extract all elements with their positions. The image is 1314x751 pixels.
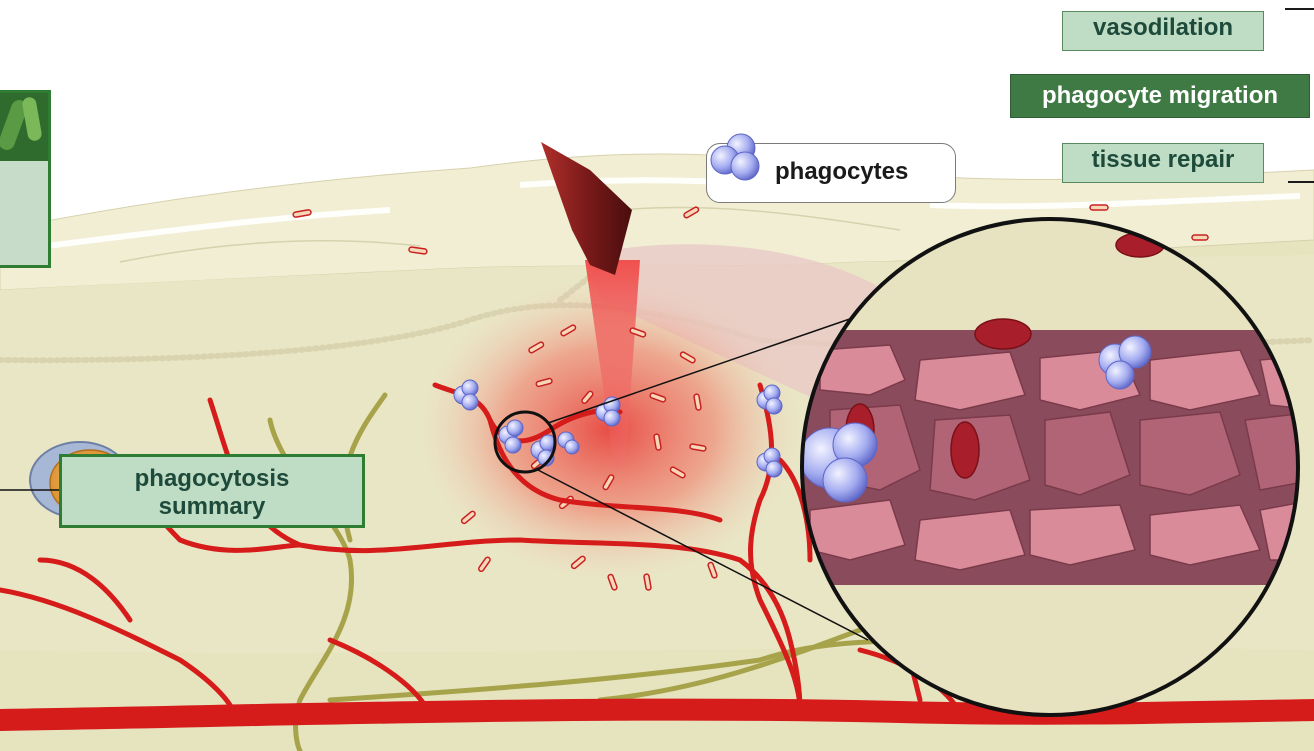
- summary-line-2: summary: [62, 493, 362, 521]
- phagocytes-label: phagocytes: [775, 158, 908, 186]
- tissue-repair-button[interactable]: tissue repair: [1062, 143, 1264, 183]
- summary-line-1: phagocytosis: [62, 465, 362, 493]
- vasodilation-button[interactable]: vasodilation: [1062, 11, 1264, 51]
- thumbnail-picture: [0, 93, 48, 161]
- thumbnail-panel[interactable]: [0, 90, 51, 268]
- nav-tick-bottom: [1288, 181, 1314, 183]
- phagocyte-icon: [705, 126, 765, 186]
- phagocytes-callout: phagocytes: [706, 143, 956, 203]
- phagocyte-migration-button[interactable]: phagocyte migration: [1010, 74, 1310, 118]
- phagocytosis-summary-button[interactable]: phagocytosis summary: [59, 454, 365, 528]
- nav-tick-top: [1285, 8, 1314, 10]
